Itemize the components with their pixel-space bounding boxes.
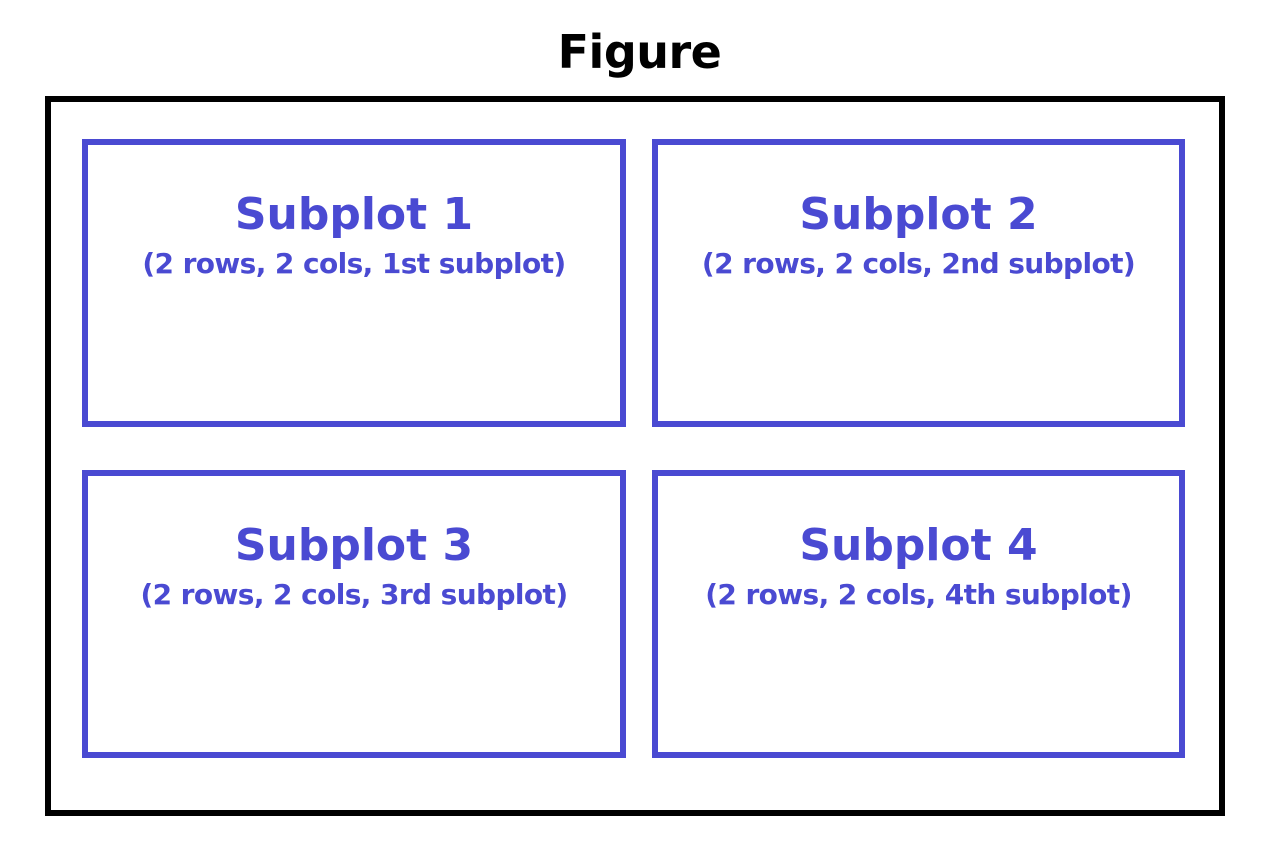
subplot-4: Subplot 4 (2 rows, 2 cols, 4th subplot) — [652, 470, 1185, 758]
subplot-3: Subplot 3 (2 rows, 2 cols, 3rd subplot) — [82, 470, 626, 758]
figure-frame — [45, 96, 1225, 816]
subplot-4-description: (2 rows, 2 cols, 4th subplot) — [705, 578, 1132, 611]
subplot-2: Subplot 2 (2 rows, 2 cols, 2nd subplot) — [652, 139, 1185, 427]
subplot-2-description: (2 rows, 2 cols, 2nd subplot) — [701, 247, 1136, 280]
subplot-4-title: Subplot 4 — [799, 520, 1038, 571]
subplot-3-title: Subplot 3 — [234, 520, 474, 571]
subplot-3-description: (2 rows, 2 cols, 3rd subplot) — [140, 578, 568, 611]
figure-title: Figure — [557, 25, 722, 79]
subplot-1-description: (2 rows, 2 cols, 1st subplot) — [142, 247, 566, 280]
subplot-1-title: Subplot 1 — [234, 189, 474, 240]
subplot-2-title: Subplot 2 — [799, 189, 1038, 240]
subplot-1: Subplot 1 (2 rows, 2 cols, 1st subplot) — [82, 139, 626, 427]
